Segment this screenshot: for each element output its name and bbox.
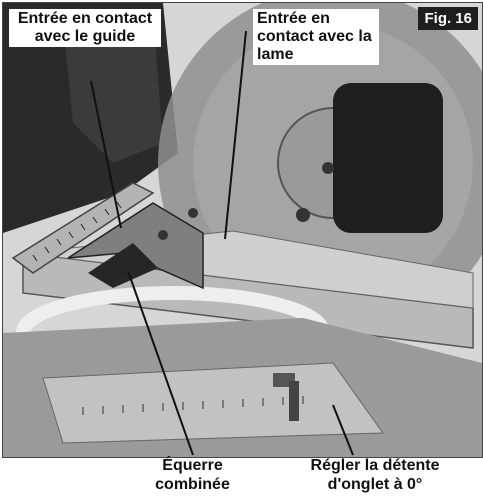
miter-saw-illustration xyxy=(3,3,482,457)
blade-contact-callout: Entrée en contact avec la lame xyxy=(253,9,379,65)
miter-detent-caption: Régler la détente d'onglet à 0° xyxy=(310,457,440,493)
illustration-frame: Entrée en contact avec le guide Entrée e… xyxy=(2,2,483,458)
combination-square-caption: Équerre combinée xyxy=(155,457,230,493)
fence-contact-callout: Entrée en contact avec le guide xyxy=(9,9,161,47)
figure-number-tag: Fig. 16 xyxy=(418,7,478,30)
